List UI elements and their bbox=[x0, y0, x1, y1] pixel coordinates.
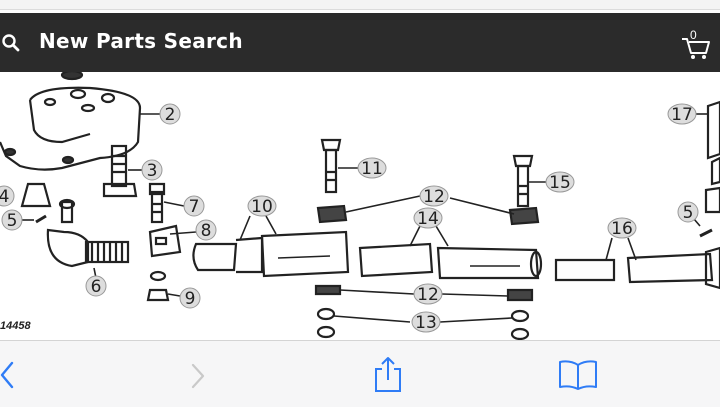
app-header: New Parts Search 0 bbox=[0, 13, 720, 72]
svg-text:17: 17 bbox=[671, 105, 693, 125]
svg-text:8: 8 bbox=[201, 221, 212, 241]
svg-text:13: 13 bbox=[415, 313, 437, 333]
svg-text:12: 12 bbox=[417, 285, 439, 305]
callout-12-bottom[interactable]: 12 bbox=[413, 283, 443, 305]
svg-text:6: 6 bbox=[91, 277, 102, 297]
svg-text:16: 16 bbox=[611, 219, 633, 239]
browser-toolbar bbox=[0, 340, 720, 407]
svg-text:5: 5 bbox=[7, 211, 18, 231]
page-title: New Parts Search bbox=[39, 29, 243, 53]
callout-4[interactable]: 4 bbox=[0, 185, 15, 207]
chevron-right-icon[interactable] bbox=[190, 363, 206, 389]
share-icon[interactable] bbox=[372, 355, 404, 395]
callout-16[interactable]: 16 bbox=[607, 217, 637, 239]
svg-text:5: 5 bbox=[683, 203, 694, 223]
svg-text:3: 3 bbox=[147, 161, 158, 181]
callout-5[interactable]: 5 bbox=[1, 209, 23, 231]
callout-12-top[interactable]: 12 bbox=[419, 185, 449, 207]
parts-diagram[interactable]: 2 3 4 5 6 7 8 bbox=[0, 72, 720, 340]
svg-text:10: 10 bbox=[251, 197, 273, 217]
callout-10[interactable]: 10 bbox=[247, 195, 277, 217]
cart-count-badge: 0 bbox=[690, 28, 697, 42]
svg-text:12: 12 bbox=[423, 187, 445, 207]
svg-text:4: 4 bbox=[0, 187, 9, 207]
callout-7[interactable]: 7 bbox=[183, 195, 205, 217]
callout-14[interactable]: 14 bbox=[413, 207, 443, 229]
svg-text:11: 11 bbox=[361, 159, 383, 179]
svg-text:15: 15 bbox=[549, 173, 571, 193]
callout-group: 2 3 4 5 6 7 8 bbox=[0, 103, 699, 333]
svg-text:7: 7 bbox=[189, 197, 200, 217]
callout-2[interactable]: 2 bbox=[159, 103, 181, 125]
book-icon[interactable] bbox=[558, 359, 598, 391]
chevron-left-icon[interactable] bbox=[0, 361, 14, 389]
svg-text:9: 9 bbox=[185, 289, 196, 309]
figure-id: 14458 bbox=[0, 320, 31, 332]
callout-11[interactable]: 11 bbox=[357, 157, 387, 179]
callout-15[interactable]: 15 bbox=[545, 171, 575, 193]
svg-text:14: 14 bbox=[417, 209, 439, 229]
svg-text:2: 2 bbox=[165, 105, 176, 125]
search-icon[interactable] bbox=[0, 32, 22, 54]
cart-icon[interactable] bbox=[680, 31, 712, 61]
callout-13[interactable]: 13 bbox=[411, 311, 441, 333]
callout-5-right[interactable]: 5 bbox=[677, 201, 699, 223]
callout-9[interactable]: 9 bbox=[179, 287, 201, 309]
callout-17[interactable]: 17 bbox=[667, 103, 697, 125]
status-strip bbox=[0, 0, 720, 10]
callout-3[interactable]: 3 bbox=[141, 159, 163, 181]
callout-6[interactable]: 6 bbox=[85, 275, 107, 297]
callout-8[interactable]: 8 bbox=[195, 219, 217, 241]
parts-diagram-drawing: 2 3 4 5 6 7 8 bbox=[0, 72, 720, 340]
